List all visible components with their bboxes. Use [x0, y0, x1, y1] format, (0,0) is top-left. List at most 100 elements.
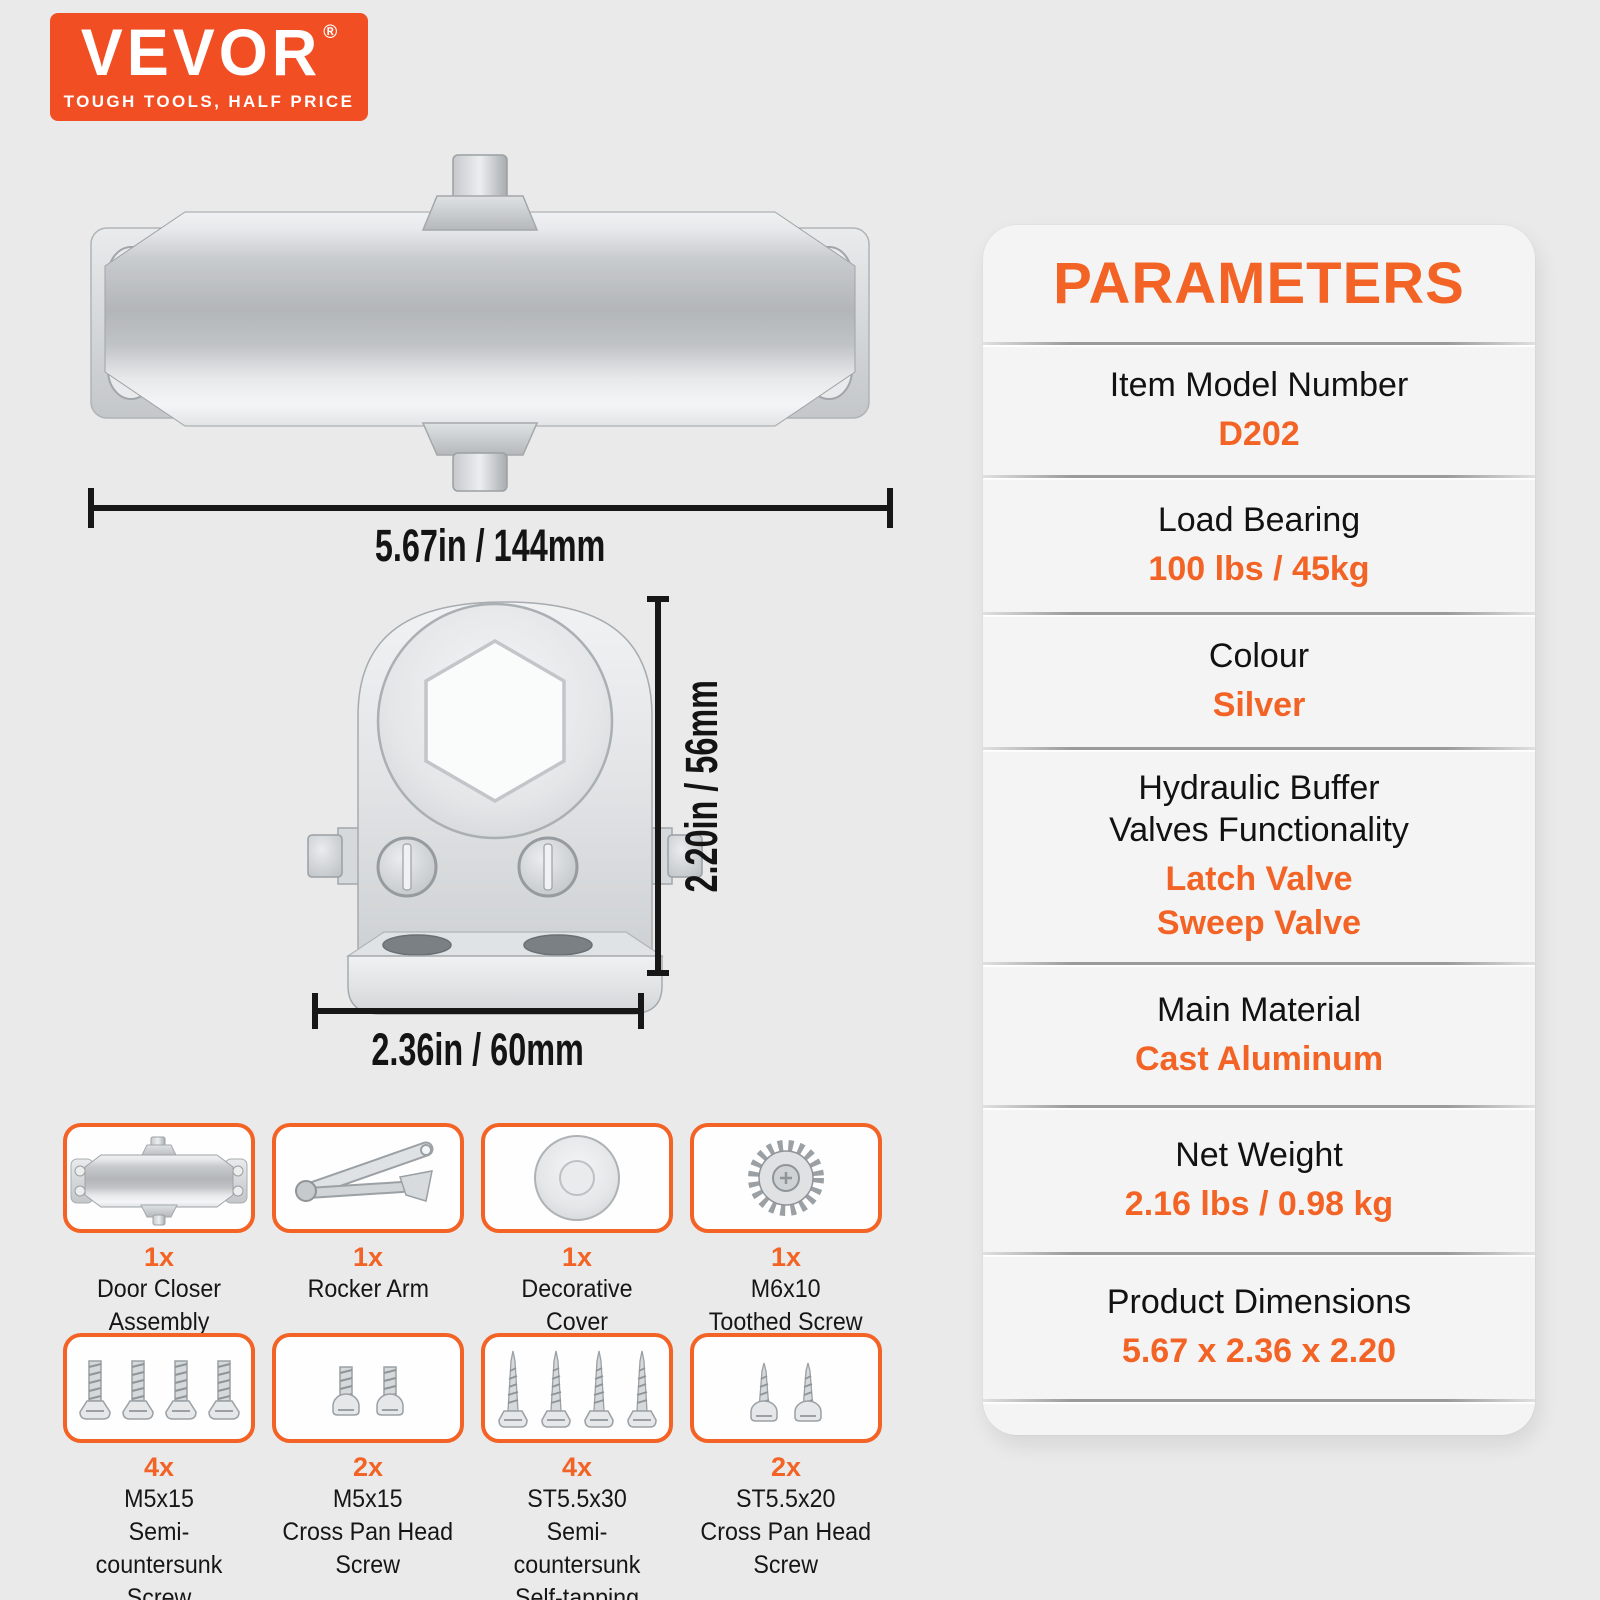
list-item: 1x Decorative Cover: [481, 1123, 673, 1339]
param-label: Main Material: [1156, 991, 1362, 1030]
item-name: M6x10 Toothed Screw: [709, 1275, 863, 1337]
divider: [983, 342, 1535, 345]
dimension-tick-top: [647, 596, 669, 602]
width-dimension-line: [88, 488, 893, 528]
divider: [983, 962, 1535, 965]
item-quantity: 1x: [561, 1242, 593, 1272]
param-row-valves: Hydraulic Buffer Valves Functionality La…: [983, 750, 1535, 962]
top-spindle: [421, 154, 539, 231]
panel-footer: [983, 1402, 1535, 1435]
door-closer-assembly-icon: [70, 1136, 248, 1226]
param-label: Hydraulic Buffer Valves Functionality: [1109, 768, 1409, 850]
item-name: ST5.5x20 Cross Pan Head Screw: [700, 1485, 872, 1580]
param-row-colour: Colour Silver: [983, 615, 1535, 747]
registered-trademark-symbol: ®: [323, 22, 338, 43]
toothed-screw-icon: [748, 1140, 824, 1216]
list-item: 1x M6x10 Toothed Screw: [690, 1123, 882, 1339]
item-card: [481, 1123, 673, 1233]
param-label: Item Model Number: [1109, 366, 1409, 405]
front-width-dimension-label: 2.36in / 60mm: [371, 1024, 585, 1075]
height-dimension-label: 2.20in / 56mm: [676, 679, 727, 893]
param-row-material: Main Material Cast Aluminum: [983, 965, 1535, 1105]
divider: [983, 1399, 1535, 1402]
item-name: ST5.5x30 Semi-countersunk Self-tapping S…: [513, 1485, 641, 1600]
param-row-load-bearing: Load Bearing 100 lbs / 45kg: [983, 478, 1535, 612]
parameters-title: PARAMETERS: [1053, 251, 1465, 316]
door-closer-front-view-illustration: [307, 601, 703, 1015]
dimension-tick-right: [887, 488, 893, 528]
item-card: [690, 1123, 882, 1233]
countersunk-screws-icon: [79, 1360, 240, 1420]
vevor-logo: VEVOR ® TOUGH TOOLS, HALF PRICE: [50, 13, 368, 121]
item-name: Rocker Arm: [307, 1275, 429, 1304]
list-item: 1x Rocker Arm: [272, 1123, 464, 1339]
width-dimension-label: 5.67in / 144mm: [375, 520, 606, 571]
dimension-tick-left: [312, 993, 318, 1029]
front-width-dimension-line: [312, 993, 644, 1029]
param-value: Silver: [1212, 685, 1306, 724]
param-value: Cast Aluminum: [1134, 1039, 1384, 1078]
dimension-tick-left: [88, 488, 94, 528]
param-value: 100 lbs / 45kg: [1148, 549, 1370, 588]
vevor-logo-tagline: TOUGH TOOLS, HALF PRICE: [63, 92, 355, 111]
item-quantity: 2x: [770, 1452, 802, 1482]
item-quantity: 1x: [352, 1242, 384, 1272]
list-item: 4x M5x15 Semi-countersunk Screw: [63, 1333, 255, 1600]
bottom-spindle: [421, 422, 539, 492]
item-card: [272, 1333, 464, 1443]
param-value: 5.67 x 2.36 x 2.20: [1121, 1331, 1397, 1370]
divider: [983, 1252, 1535, 1255]
param-label: Load Bearing: [1157, 501, 1361, 540]
dimension-tick-bottom: [647, 970, 669, 976]
param-value: Latch Valve Sweep Valve: [1156, 859, 1362, 942]
param-row-model: Item Model Number D202: [983, 345, 1535, 475]
closer-body: [104, 211, 856, 427]
item-card: [63, 1333, 255, 1443]
decorative-cover-icon: [534, 1135, 620, 1221]
item-quantity: 1x: [143, 1242, 175, 1272]
latch-valve-screw: [376, 836, 438, 898]
divider: [983, 1105, 1535, 1108]
sweep-valve-screw: [517, 836, 579, 898]
item-card: [690, 1333, 882, 1443]
item-name: Decorative Cover: [521, 1275, 633, 1337]
item-card: [481, 1333, 673, 1443]
param-row-net-weight: Net Weight 2.16 lbs / 0.98 kg: [983, 1108, 1535, 1252]
rocker-arm-icon: [295, 1141, 434, 1202]
pan-head-screws-icon: [332, 1366, 404, 1416]
divider: [983, 747, 1535, 750]
item-card: [63, 1123, 255, 1233]
divider: [983, 475, 1535, 478]
left-side-pin: [307, 827, 363, 885]
vevor-logo-brand-row: VEVOR ®: [80, 16, 338, 90]
param-row-dimensions: Product Dimensions 5.67 x 2.36 x 2.20: [983, 1255, 1535, 1399]
param-label: Product Dimensions: [1106, 1283, 1412, 1322]
item-quantity: 1x: [770, 1242, 802, 1272]
hex-socket: [424, 638, 566, 804]
divider: [983, 612, 1535, 615]
item-quantity: 2x: [352, 1452, 384, 1482]
item-card: [272, 1123, 464, 1233]
door-closer-top-view-illustration: [90, 154, 870, 492]
mounting-base: [346, 931, 664, 1015]
item-name: M5x15 Semi-countersunk Screw: [95, 1485, 223, 1600]
vevor-logo-wordmark: VEVOR: [80, 16, 322, 90]
included-items-row-2: 4x M5x15 Semi-countersunk Screw: [63, 1333, 882, 1600]
param-label: Colour: [1208, 637, 1310, 676]
item-quantity: 4x: [561, 1452, 593, 1482]
item-name: M5x15 Cross Pan Head Screw: [282, 1485, 454, 1580]
item-quantity: 4x: [143, 1452, 175, 1482]
pan-head-tapping-screws-icon: [750, 1362, 822, 1422]
param-label: Net Weight: [1175, 1136, 1343, 1175]
included-items-row-1: 1x Door Closer Assembly 1x Rocker Arm: [63, 1123, 882, 1339]
param-value: 2.16 lbs / 0.98 kg: [1124, 1184, 1394, 1223]
item-name: Door Closer Assembly: [96, 1275, 222, 1337]
list-item: 2x M5x15 Cross Pan Head Screw: [272, 1333, 464, 1600]
parameters-panel: PARAMETERS Item Model Number D202 Load B…: [983, 225, 1535, 1435]
list-item: 4x ST5.5x30 Semi-countersunk Self-tappin…: [481, 1333, 673, 1600]
list-item: 2x ST5.5x20 Cross Pan Head Screw: [690, 1333, 882, 1600]
param-value: D202: [1218, 414, 1300, 453]
dimension-tick-right: [638, 993, 644, 1029]
self-tapping-screws-icon: [498, 1350, 657, 1428]
